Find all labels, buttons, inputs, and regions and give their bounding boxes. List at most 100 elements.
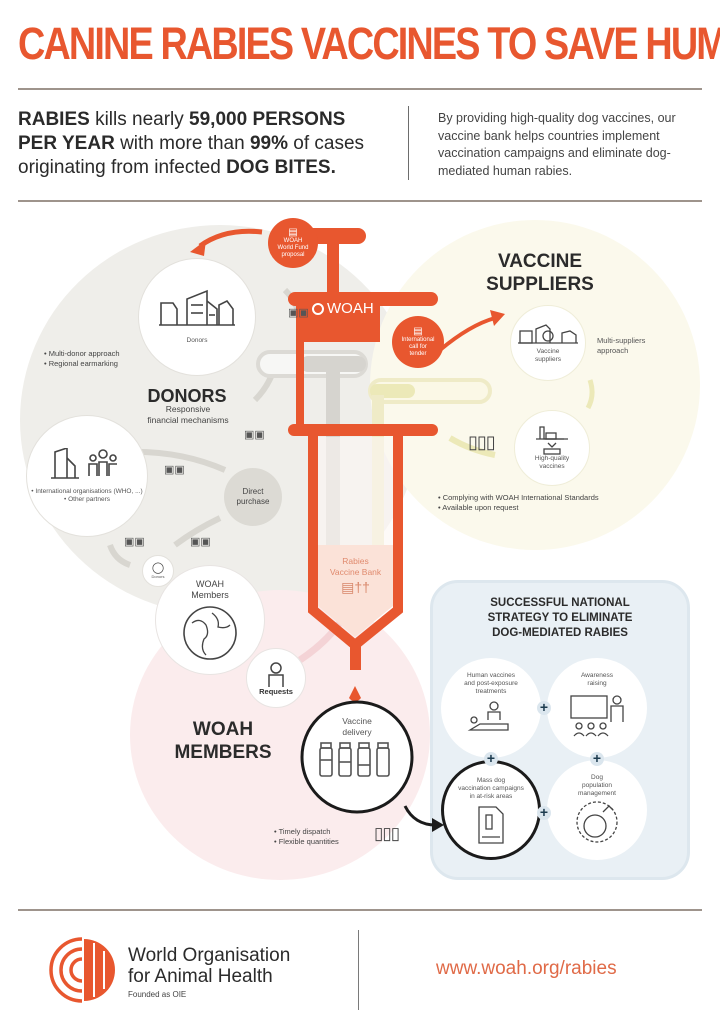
globe-icon	[183, 606, 237, 660]
item-label-line: vaccination campaigns	[458, 785, 524, 792]
bullet-item: • Available upon request	[438, 503, 519, 512]
circle-label-line: Vaccine	[536, 347, 560, 355]
patient-doctor-icon	[467, 701, 509, 731]
bullet-text: Complying with WOAH International Standa…	[442, 493, 599, 502]
bubble-text: tender	[409, 351, 427, 357]
vaccine-delivery-label: Vaccine delivery	[320, 716, 394, 738]
bank-label-line: Rabies	[342, 556, 369, 566]
heading-line: SUCCESSFUL NATIONAL	[490, 597, 630, 609]
bullet-item: • Multi-donor approach	[44, 349, 120, 358]
footer-vertical-divider	[358, 930, 359, 1010]
bubble-text: WOAH	[283, 238, 303, 244]
founded-note: Founded as OIE	[128, 990, 187, 999]
circle-label-line: Members	[191, 590, 229, 600]
money-icon: ▣▣	[164, 464, 185, 476]
bullet-text: Available upon request	[442, 503, 519, 512]
donor-small-label: Donors	[151, 574, 165, 579]
bullet-item: • Complying with WOAH International Stan…	[438, 493, 599, 502]
item-label-line: Dog	[591, 774, 603, 781]
intro-part: kills nearly	[89, 109, 190, 130]
bullet-text: International organisations (WHO, ...)	[35, 488, 143, 495]
bank-label-line: Vaccine Bank	[329, 567, 382, 577]
subheading-line: Responsive	[165, 404, 211, 414]
strategy-item-awareness: Awareness raising	[547, 658, 647, 758]
heading-line: WOAH	[192, 719, 254, 740]
delivery-label-line: delivery	[342, 727, 372, 737]
bullet-item: • Flexible quantities	[274, 837, 339, 846]
requests-circle: Requests	[246, 648, 306, 708]
factory-icon	[518, 323, 578, 344]
requests-label: Requests	[259, 686, 293, 696]
vaccine-suppliers-circle: Vaccine suppliers	[510, 305, 586, 381]
plus-icon: +	[484, 751, 498, 766]
bubble-text: proposal	[281, 252, 305, 258]
circle-label-line: High-quality	[534, 455, 570, 462]
woah-brand: WOAH	[327, 300, 374, 317]
woah-logo-icon	[312, 302, 324, 315]
header-divider	[18, 88, 702, 90]
direct-purchase-circle: Direct purchase	[224, 468, 282, 526]
intro-part: with more than	[114, 133, 250, 154]
bullet-text: Multi-donor approach	[48, 349, 120, 358]
website-link[interactable]: www.woah.org/rabies	[436, 958, 617, 979]
circle-label-line: suppliers	[534, 355, 561, 363]
bank-building-icon: ▤††	[341, 579, 370, 595]
direct-purchase-label: Direct purchase	[236, 487, 270, 506]
members-heading: WOAH MEMBERS	[168, 718, 278, 764]
partners-circle: • International organisations (WHO, ...)…	[26, 415, 148, 537]
plus-icon: +	[537, 700, 551, 715]
vials-icon: ▯▯▯	[374, 824, 400, 843]
vaccination-document-icon	[478, 806, 504, 844]
footer-divider	[18, 909, 702, 911]
bullet-text: Regional earmarking	[48, 359, 118, 368]
vials-icon: ▯▯▯	[468, 432, 496, 452]
bullet-text: Other partners	[68, 496, 110, 503]
donors-heading: DONORS	[147, 386, 227, 406]
item-label-line: Awareness	[580, 672, 614, 679]
donors-bullets: • Multi-donor approach • Regional earmar…	[44, 349, 120, 369]
bullet-item: • Regional earmarking	[44, 359, 118, 368]
section-divider	[18, 200, 702, 202]
circle-label-line: vaccines	[539, 463, 565, 470]
plus-icon: +	[537, 805, 551, 820]
production-line-icon	[536, 426, 568, 455]
org-name-line: for Animal Health	[128, 966, 273, 987]
subheading-line: financial mechanisms	[147, 415, 229, 425]
presentation-audience-icon	[570, 695, 624, 737]
item-label-line: Mass dog	[476, 777, 506, 784]
bullet-item: • Timely dispatch	[274, 827, 331, 836]
delivery-bullets: • Timely dispatch • Flexible quantities	[274, 827, 339, 847]
delivery-label-line: Vaccine	[342, 716, 372, 726]
tender-bubble: ▤ International call for tender	[392, 316, 444, 368]
document-icon: ▤	[288, 227, 298, 238]
document-icon: ▤	[413, 326, 423, 337]
multi-suppliers-note: Multi-suppliers approach	[597, 336, 645, 356]
suppliers-bullets: • Complying with WOAH International Stan…	[438, 493, 599, 513]
woah-brand-mark: WOAH	[312, 300, 374, 317]
intro-description: By providing high-quality dog vaccines, …	[438, 111, 676, 178]
intro-part: 99%	[249, 133, 288, 154]
plus-icon: +	[590, 751, 604, 766]
item-label: Human vaccines and post-exposure treatme…	[464, 672, 518, 696]
buildings-icon	[159, 289, 235, 326]
item-label-line: Human vaccines	[466, 672, 516, 679]
money-icon: ▣▣	[124, 536, 145, 548]
item-label-line: population	[581, 782, 612, 789]
item-label-line: treatments	[475, 688, 507, 695]
organisations-people-icon	[51, 448, 117, 479]
org-name: World Organisation for Animal Health	[128, 945, 290, 987]
dog-population-icon	[576, 801, 618, 843]
heading-line: VACCINE	[497, 251, 583, 272]
bubble-text: World Fund	[277, 245, 309, 251]
item-label: Dog population management	[578, 774, 616, 798]
bubble-text: International	[401, 337, 435, 343]
high-quality-vaccines-circle: High-quality vaccines	[514, 410, 590, 486]
strategy-item-mass-vaccination: Mass dog vaccination campaigns in at-ris…	[441, 760, 541, 860]
bullet-text: Timely dispatch	[278, 827, 331, 836]
person-icon: ◯	[151, 562, 165, 574]
donors-subheading: Responsive financial mechanisms	[128, 404, 248, 426]
money-icon: ▣▣	[244, 429, 265, 441]
donors-circle: Donors	[138, 258, 256, 376]
person-icon	[268, 661, 284, 687]
